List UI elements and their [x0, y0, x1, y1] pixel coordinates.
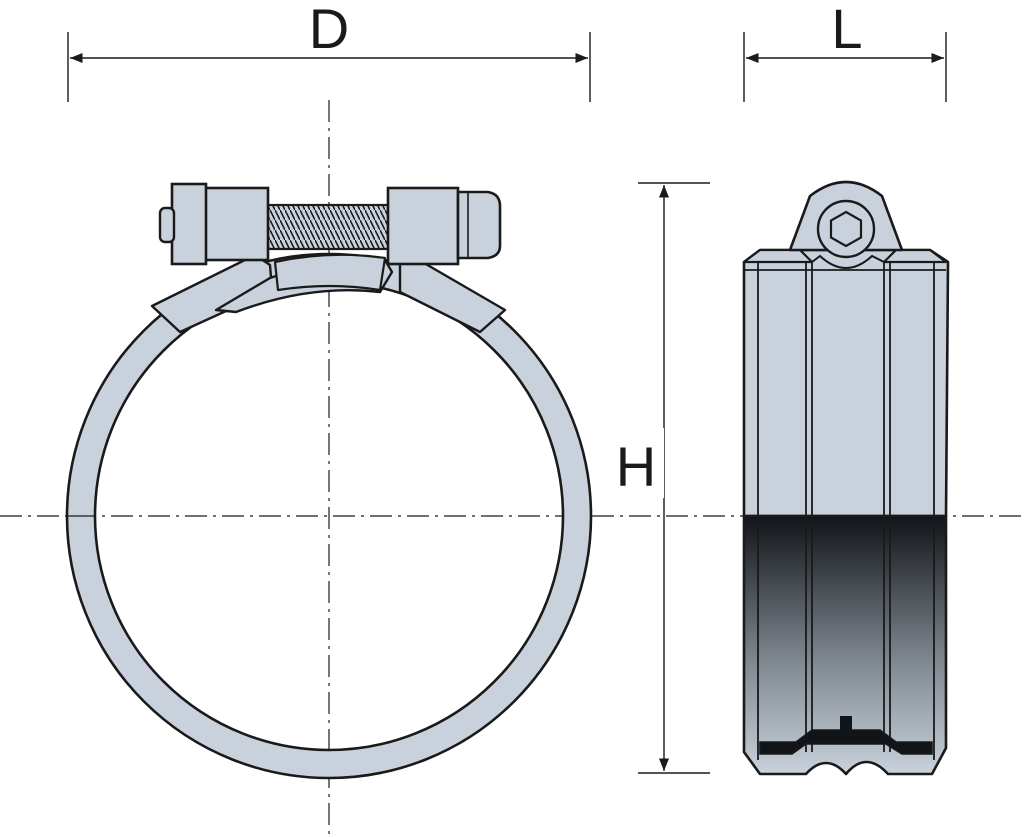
dimension-l: [743, 32, 947, 102]
side-body-lower: [742, 514, 948, 776]
side-bottom-liner: [759, 729, 933, 755]
dimension-d: [67, 32, 591, 102]
screw-thread: [266, 203, 390, 251]
dimension-l-label: L: [831, 0, 862, 60]
dimension-d-label: D: [309, 0, 349, 60]
hex-socket-icon: [829, 210, 863, 248]
left-trunnion-block: [202, 186, 270, 262]
right-trunnion-block: [386, 186, 460, 266]
screw-head: [456, 190, 502, 260]
side-body-upper: [742, 248, 950, 518]
screw-tip: [158, 206, 176, 244]
clamp-bridge-top: [273, 253, 387, 292]
clamp-side-view: [742, 180, 950, 776]
dimension-h-label: H: [616, 435, 656, 498]
clamp-right-strap: [398, 254, 507, 334]
left-nut: [170, 182, 208, 266]
clamp-front-view: [65, 182, 593, 780]
